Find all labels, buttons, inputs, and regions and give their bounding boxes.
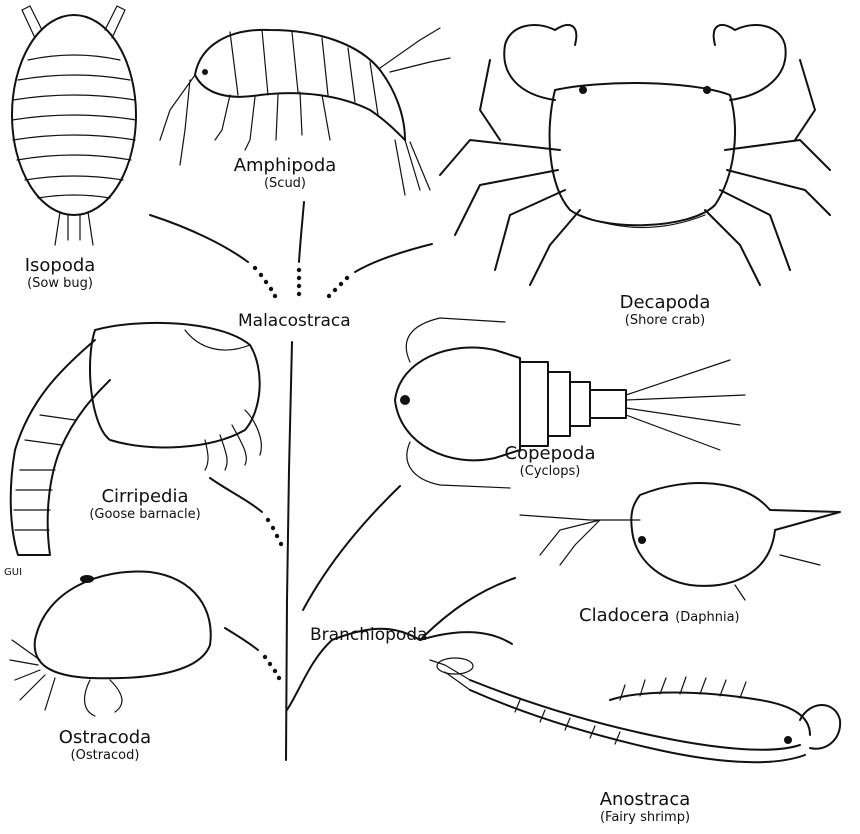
ostracoda-common: (Ostracod) (45, 749, 165, 764)
copepoda-common: (Cyclops) (480, 465, 620, 480)
amphipoda-common: (Scud) (225, 177, 345, 192)
ostracoda-name: Ostracoda (45, 728, 165, 749)
node-malacostraca: Malacostraca (238, 311, 351, 331)
cladocera-drawing (520, 483, 840, 600)
amphipoda-name: Amphipoda (225, 156, 345, 177)
anostraca-drawing (430, 658, 840, 762)
cladocera-name: Cladocera (579, 605, 669, 626)
label-isopoda: Isopoda (Sow bug) (10, 256, 110, 292)
cirripedia-common: (Goose barnacle) (60, 508, 230, 523)
decapoda-common: (Shore crab) (595, 314, 735, 329)
anostraca-name: Anostraca (570, 790, 720, 811)
node-branchiopoda: Branchiopoda (310, 625, 428, 645)
isopoda-drawing (12, 6, 136, 245)
label-anostraca: Anostraca (Fairy shrimp) (570, 790, 720, 826)
isopoda-common: (Sow bug) (10, 277, 110, 292)
label-cirripedia: Cirripedia (Goose barnacle) (60, 487, 230, 523)
artist-mark: GUI (4, 567, 22, 578)
decapoda-drawing (440, 25, 830, 285)
cirripedia-name: Cirripedia (60, 487, 230, 508)
label-copepoda: Copepoda (Cyclops) (480, 444, 620, 480)
label-cladocera: Cladocera (Daphnia) (579, 605, 740, 626)
copepoda-name: Copepoda (480, 444, 620, 465)
isopoda-name: Isopoda (10, 256, 110, 277)
cladocera-common: (Daphnia) (675, 610, 739, 625)
anostraca-common: (Fairy shrimp) (570, 811, 720, 826)
label-decapoda: Decapoda (Shore crab) (595, 293, 735, 329)
label-ostracoda: Ostracoda (Ostracod) (45, 728, 165, 764)
ostracoda-drawing (10, 572, 211, 716)
label-amphipoda: Amphipoda (Scud) (225, 156, 345, 192)
decapoda-name: Decapoda (595, 293, 735, 314)
